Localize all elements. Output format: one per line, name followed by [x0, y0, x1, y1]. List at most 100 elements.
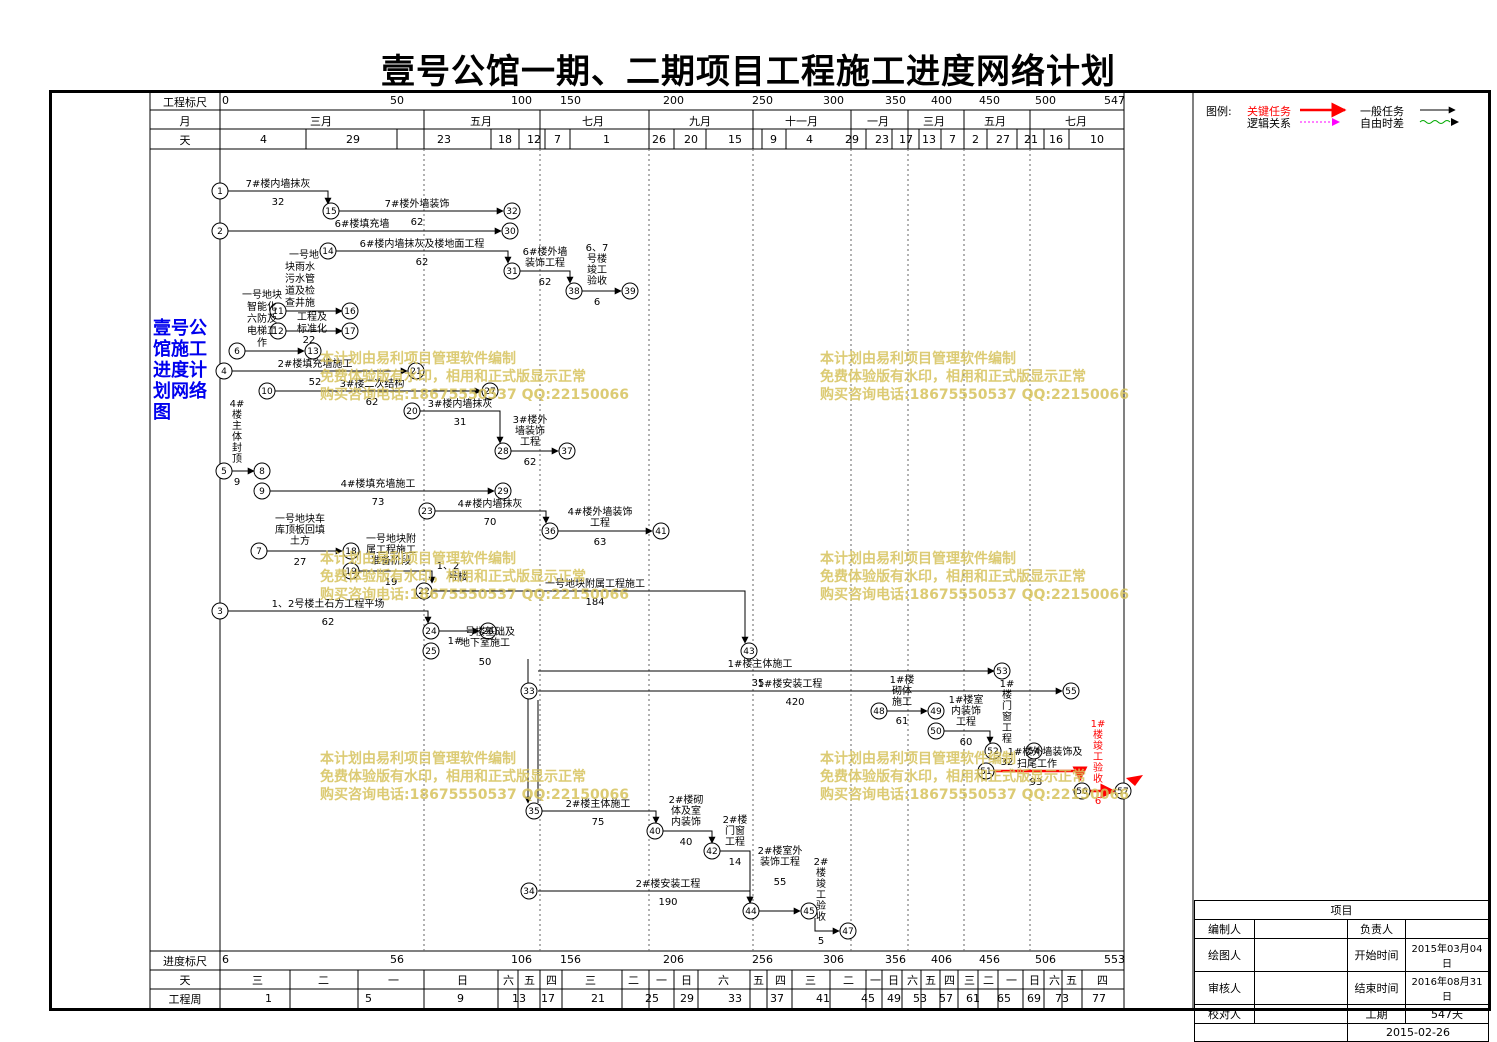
checker-value — [1254, 1004, 1348, 1024]
start-value: 2015年03月04日 — [1405, 938, 1489, 972]
progress-tick: 256 — [752, 953, 773, 966]
legend-logic: 逻辑关系 — [1247, 117, 1291, 130]
svg-text:4#楼外墙装饰: 4#楼外墙装饰 — [568, 505, 633, 518]
svg-text:工程及: 工程及 — [297, 311, 327, 323]
svg-text:1#楼: 1#楼 — [890, 673, 915, 686]
progress-tick: 306 — [823, 953, 844, 966]
svg-text:15: 15 — [325, 207, 336, 217]
month-cell: 五月 — [984, 115, 1006, 128]
compiler-label: 编制人 — [1194, 919, 1255, 939]
weekday-cell: 四 — [944, 974, 955, 987]
owner-label: 负责人 — [1347, 919, 1406, 939]
svg-text:库顶板回填: 库顶板回填 — [275, 523, 325, 536]
svg-text:属工程施工: 属工程施工 — [366, 543, 416, 556]
week-cell: 21 — [591, 992, 605, 1005]
svg-text:3: 3 — [217, 607, 223, 617]
svg-text:19: 19 — [345, 567, 357, 577]
svg-text:工程: 工程 — [520, 436, 540, 448]
svg-text:主: 主 — [232, 420, 242, 432]
day-cell: 7 — [949, 133, 956, 146]
month-cell: 十一月 — [785, 115, 818, 128]
svg-text:5: 5 — [818, 936, 824, 947]
svg-text:一号地块附属工程施工: 一号地块附属工程施工 — [545, 577, 645, 590]
day-cell: 27 — [996, 133, 1010, 146]
owner-value — [1405, 919, 1489, 939]
weekday-cell: 六 — [1049, 974, 1060, 987]
watermark-line: 购买咨询电话:18675550537 QQ:22150066 — [320, 587, 629, 603]
day-label: 天 — [179, 134, 191, 147]
svg-text:33: 33 — [523, 687, 534, 697]
scale-tick: 150 — [560, 94, 581, 107]
svg-text:57: 57 — [1117, 787, 1128, 797]
weekday-cell: 五 — [753, 974, 764, 987]
day-cell: 9 — [770, 133, 777, 146]
svg-text:62: 62 — [366, 397, 379, 408]
svg-text:44: 44 — [745, 907, 757, 917]
progress-tick: 56 — [390, 953, 404, 966]
svg-text:工程: 工程 — [956, 716, 976, 728]
svg-text:8: 8 — [259, 467, 265, 477]
weekday-label: 天 — [179, 974, 191, 987]
svg-text:22: 22 — [418, 587, 429, 597]
svg-text:作: 作 — [257, 337, 267, 349]
svg-text:190: 190 — [658, 897, 677, 908]
weekday-cell: 二 — [318, 974, 329, 987]
svg-text:27: 27 — [484, 387, 495, 397]
day-cell: 4 — [806, 133, 813, 146]
end-value: 2016年08月31日 — [1405, 971, 1489, 1005]
svg-text:9: 9 — [234, 477, 240, 488]
svg-text:1、2: 1、2 — [437, 561, 460, 572]
svg-text:53: 53 — [996, 667, 1007, 677]
weekday-cell: 四 — [775, 974, 786, 987]
svg-text:六防及: 六防及 — [247, 312, 277, 325]
svg-text:55: 55 — [1065, 687, 1076, 697]
svg-text:竣: 竣 — [1093, 739, 1103, 752]
day-cell: 13 — [922, 133, 936, 146]
svg-text:验收: 验收 — [587, 274, 607, 287]
svg-text:6、7: 6、7 — [586, 243, 609, 254]
svg-text:9: 9 — [259, 487, 265, 497]
svg-text:39: 39 — [624, 287, 636, 297]
day-cell: 15 — [728, 133, 742, 146]
progress-tick: 156 — [560, 953, 581, 966]
watermark-line: 本计划由易利项目管理软件编制 — [320, 751, 516, 767]
svg-text:13: 13 — [307, 347, 318, 357]
svg-text:6: 6 — [234, 347, 240, 357]
svg-text:24: 24 — [425, 627, 437, 637]
svg-text:61: 61 — [896, 716, 909, 727]
svg-text:门窗: 门窗 — [725, 824, 745, 837]
svg-text:40: 40 — [680, 837, 693, 848]
day-cell: 18 — [498, 133, 512, 146]
svg-text:62: 62 — [416, 257, 429, 268]
svg-text:收: 收 — [816, 910, 826, 923]
svg-text:22: 22 — [303, 335, 316, 346]
watermark: 本计划由易利项目管理软件编制 免费体验版有水印，相用和正式版显示正常 购买咨询电… — [320, 350, 629, 404]
svg-text:70: 70 — [484, 517, 497, 528]
drawing-frame — [49, 90, 1491, 1011]
svg-text:31: 31 — [506, 267, 517, 277]
svg-text:工: 工 — [816, 890, 826, 901]
svg-text:75: 75 — [592, 817, 605, 828]
svg-text:装饰工程: 装饰工程 — [760, 855, 800, 868]
svg-text:施工: 施工 — [892, 695, 912, 708]
svg-text:38: 38 — [568, 287, 580, 297]
day-cell: 7 — [554, 133, 561, 146]
week-cell: 41 — [816, 992, 830, 1005]
month-cell: 七月 — [582, 115, 604, 128]
svg-text:62: 62 — [411, 217, 424, 228]
svg-text:54: 54 — [1028, 747, 1040, 757]
month-cell: 五月 — [470, 115, 492, 128]
svg-text:号楼: 号楼 — [448, 570, 468, 583]
scale-tick: 0 — [222, 94, 229, 107]
duration-label: 工期 — [1347, 1004, 1406, 1024]
svg-text:6#楼填充墙: 6#楼填充墙 — [335, 217, 390, 230]
svg-text:35: 35 — [528, 807, 539, 817]
weekday-cell: 一 — [1006, 974, 1017, 987]
scale-label: 工程标尺 — [163, 96, 207, 109]
watermark-line: 本计划由易利项目管理软件编制 — [320, 351, 516, 367]
svg-text:验: 验 — [816, 899, 826, 912]
weekday-cell: 五 — [1066, 974, 1077, 987]
day-cell: 2 — [972, 133, 979, 146]
progress-label: 进度标尺 — [163, 955, 207, 968]
